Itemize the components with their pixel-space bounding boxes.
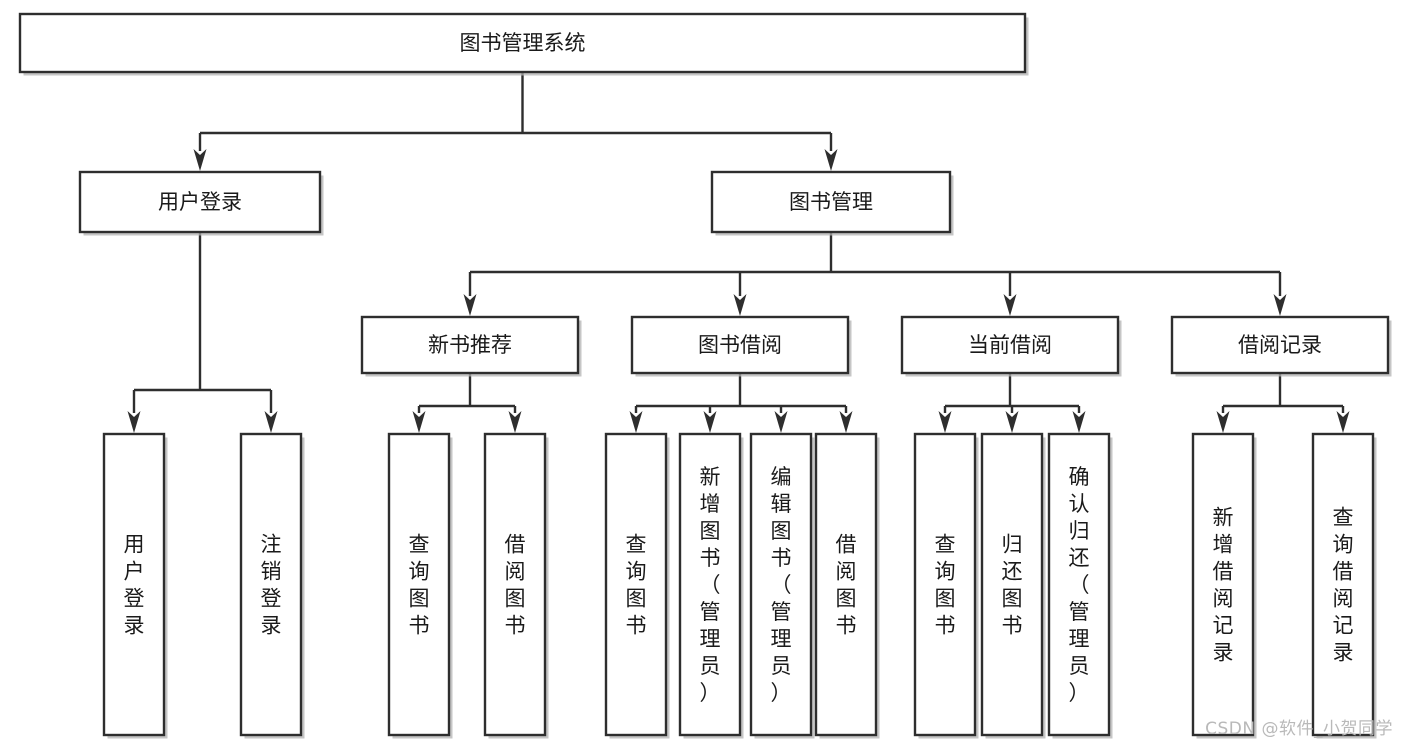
node-book_mgmt[interactable]: 图书管理 [710, 170, 954, 236]
arrow-head-icon [1005, 411, 1019, 433]
node-nb_query[interactable]: 查询图书 [387, 432, 453, 739]
node-l_login[interactable]: 用户登录 [102, 432, 168, 739]
node-label: 图书借阅 [698, 333, 782, 357]
node-bb_query[interactable]: 查询图书 [604, 432, 670, 739]
node-cb_query[interactable]: 查询图书 [913, 432, 979, 739]
node-label: 查询图书 [935, 533, 956, 638]
connectors-layer [127, 72, 1350, 433]
node-box[interactable] [980, 432, 1044, 737]
node-label: 用户登录 [158, 190, 242, 214]
node-box[interactable] [630, 315, 850, 375]
node-box[interactable] [360, 315, 580, 375]
node-borrow_record[interactable]: 借阅记录 [1170, 315, 1392, 377]
node-cb_return[interactable]: 归还图书 [980, 432, 1046, 739]
node-box[interactable] [239, 432, 303, 737]
arrow-head-icon [463, 294, 477, 316]
node-label: 确认归还（管理员） [1069, 465, 1090, 705]
node-label: 查询图书 [409, 533, 430, 638]
node-label: 新书推荐 [428, 333, 512, 357]
node-new_book_rec[interactable]: 新书推荐 [360, 315, 582, 377]
node-label: 当前借阅 [968, 333, 1052, 357]
node-bb_add[interactable]: 新增图书（管理员） [678, 432, 744, 739]
node-box[interactable] [913, 432, 977, 737]
node-label: 查询借阅记录 [1333, 506, 1354, 665]
arrow-head-icon [1216, 411, 1230, 433]
arrow-head-icon [629, 411, 643, 433]
node-br_add[interactable]: 新增借阅记录 [1191, 432, 1257, 739]
node-bb_borrow[interactable]: 借阅图书 [814, 432, 880, 739]
connector-group-book_borrow [629, 373, 853, 433]
node-box[interactable] [604, 432, 668, 737]
arrow-head-icon [1003, 294, 1017, 316]
node-label: 编辑图书（管理员） [771, 465, 792, 705]
arrow-head-icon [1336, 411, 1350, 433]
node-label: 图书管理系统 [460, 31, 586, 55]
connector-group-book_mgmt [463, 232, 1287, 316]
node-box[interactable] [387, 432, 451, 737]
node-root[interactable]: 图书管理系统 [18, 12, 1029, 76]
node-label: 查询图书 [626, 533, 647, 638]
node-box[interactable] [483, 432, 547, 737]
node-l_logout[interactable]: 注销登录 [239, 432, 305, 739]
node-box[interactable] [1191, 432, 1255, 737]
node-box[interactable] [102, 432, 166, 737]
node-label: 借阅记录 [1238, 333, 1322, 357]
arrow-head-icon [193, 149, 207, 171]
node-cb_confirm[interactable]: 确认归还（管理员） [1047, 432, 1113, 739]
node-label: 借阅图书 [836, 533, 857, 638]
node-box[interactable] [78, 170, 322, 234]
arrow-head-icon [824, 149, 838, 171]
node-label: 图书管理 [789, 190, 873, 214]
arrow-head-icon [774, 411, 788, 433]
node-nb_borrow[interactable]: 借阅图书 [483, 432, 549, 739]
arrow-head-icon [839, 411, 853, 433]
arrow-head-icon [127, 411, 141, 433]
node-br_query[interactable]: 查询借阅记录 [1311, 432, 1377, 739]
nodes-layer: 图书管理系统用户登录图书管理新书推荐图书借阅当前借阅借阅记录用户登录注销登录查询… [18, 12, 1392, 739]
arrow-head-icon [938, 411, 952, 433]
node-bb_edit[interactable]: 编辑图书（管理员） [749, 432, 815, 739]
node-current_borrow[interactable]: 当前借阅 [900, 315, 1122, 377]
node-book_borrow[interactable]: 图书借阅 [630, 315, 852, 377]
arrow-head-icon [733, 294, 747, 316]
node-label: 用户登录 [124, 533, 145, 638]
node-label: 新增借阅记录 [1213, 506, 1234, 665]
node-box[interactable] [1047, 432, 1111, 737]
node-label: 注销登录 [261, 533, 282, 638]
node-box[interactable] [900, 315, 1120, 375]
node-label: 新增图书（管理员） [700, 465, 721, 705]
arrow-head-icon [1273, 294, 1287, 316]
node-box[interactable] [814, 432, 878, 737]
node-box[interactable] [18, 12, 1027, 74]
node-label: 借阅图书 [505, 533, 526, 638]
arrow-head-icon [412, 411, 426, 433]
node-box[interactable] [1170, 315, 1390, 375]
connector-group-root [193, 72, 838, 171]
node-box[interactable] [1311, 432, 1375, 737]
arrow-head-icon [703, 411, 717, 433]
node-box[interactable] [710, 170, 952, 234]
arrow-head-icon [1072, 411, 1086, 433]
connector-group-user_login [127, 232, 278, 433]
arrow-head-icon [264, 411, 278, 433]
node-box[interactable] [678, 432, 742, 737]
node-box[interactable] [749, 432, 813, 737]
arrow-head-icon [508, 411, 522, 433]
node-user_login[interactable]: 用户登录 [78, 170, 324, 236]
connector-group-current_borrow [938, 373, 1086, 433]
node-label: 归还图书 [1002, 533, 1023, 638]
connector-group-new_book_rec [412, 373, 522, 433]
connector-group-borrow_record [1216, 373, 1350, 433]
